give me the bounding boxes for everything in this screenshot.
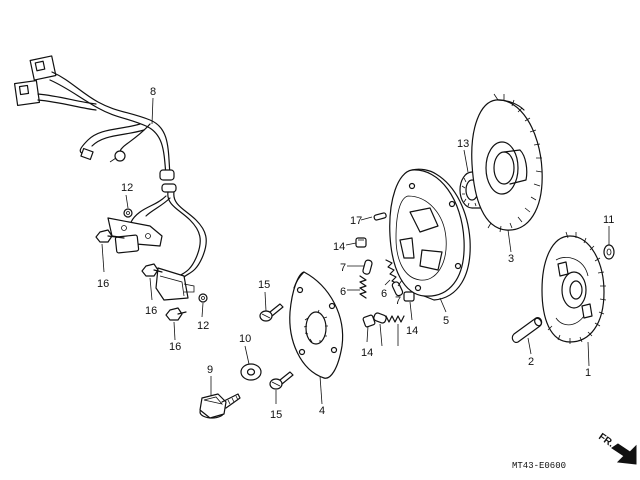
callout-6b: 6 <box>381 288 387 300</box>
callout-9: 9 <box>207 364 213 376</box>
part-bolt-16a <box>95 229 125 243</box>
part-washer <box>240 363 262 381</box>
diagram-code: MT43-E0600 <box>512 461 566 471</box>
part-spring-cap-7c <box>373 312 387 324</box>
part-washer-12b <box>198 293 208 303</box>
part-flange-bolt <box>199 393 241 419</box>
callout-11: 11 <box>603 214 614 226</box>
front-direction-indicator: FR. <box>596 431 637 465</box>
callout-16a: 16 <box>97 278 109 290</box>
part-washer-12a <box>123 208 133 218</box>
part-thrust-washer <box>603 244 615 260</box>
callout-labels: 8 12 16 16 16 12 9 10 15 15 4 17 14 7 6 … <box>97 86 614 421</box>
part-idle-shaft <box>511 317 543 343</box>
callout-15a: 15 <box>258 279 270 291</box>
callout-6a: 6 <box>340 286 346 298</box>
part-bolt-16b <box>141 263 163 277</box>
part-spring-6c <box>385 315 405 323</box>
callout-14c: 14 <box>361 347 373 359</box>
callout-7a: 7 <box>340 262 346 274</box>
part-bolt-16c <box>165 307 187 321</box>
callout-2: 2 <box>528 356 534 368</box>
callout-16c: 16 <box>169 341 181 353</box>
part-idle-gear <box>541 231 607 344</box>
part-clutch-outer <box>389 168 471 301</box>
callout-7b: 7 <box>395 295 401 307</box>
part-spring-cap-7b <box>391 281 404 297</box>
part-spring-6a <box>359 275 367 299</box>
callout-14a: 14 <box>333 241 345 253</box>
part-spring-cap-7a <box>362 259 373 275</box>
callout-14b: 14 <box>406 325 418 337</box>
callout-8: 8 <box>150 86 156 98</box>
callout-12b: 12 <box>197 320 209 332</box>
part-wire-harness <box>13 55 207 301</box>
part-clutch-plate <box>289 271 344 379</box>
callout-13: 13 <box>457 138 469 150</box>
callout-15b: 15 <box>270 409 282 421</box>
callout-4: 4 <box>319 405 325 417</box>
part-screw-15b <box>269 371 294 390</box>
front-arrow-icon <box>611 443 637 465</box>
callout-17: 17 <box>350 215 362 227</box>
callout-1: 1 <box>585 367 591 379</box>
callout-12a: 12 <box>121 182 133 194</box>
leader-lines <box>101 97 610 405</box>
part-roller-14c <box>362 314 376 328</box>
part-driven-gear <box>471 93 543 233</box>
callout-16b: 16 <box>145 305 157 317</box>
callout-10: 10 <box>239 333 251 345</box>
callout-3: 3 <box>508 253 514 265</box>
part-roller-14a <box>355 237 367 248</box>
part-roller-14b <box>403 291 415 302</box>
callout-5: 5 <box>443 315 449 327</box>
part-screw-15a <box>259 303 284 322</box>
part-pin <box>373 212 387 221</box>
part-spring-6b <box>385 259 399 285</box>
